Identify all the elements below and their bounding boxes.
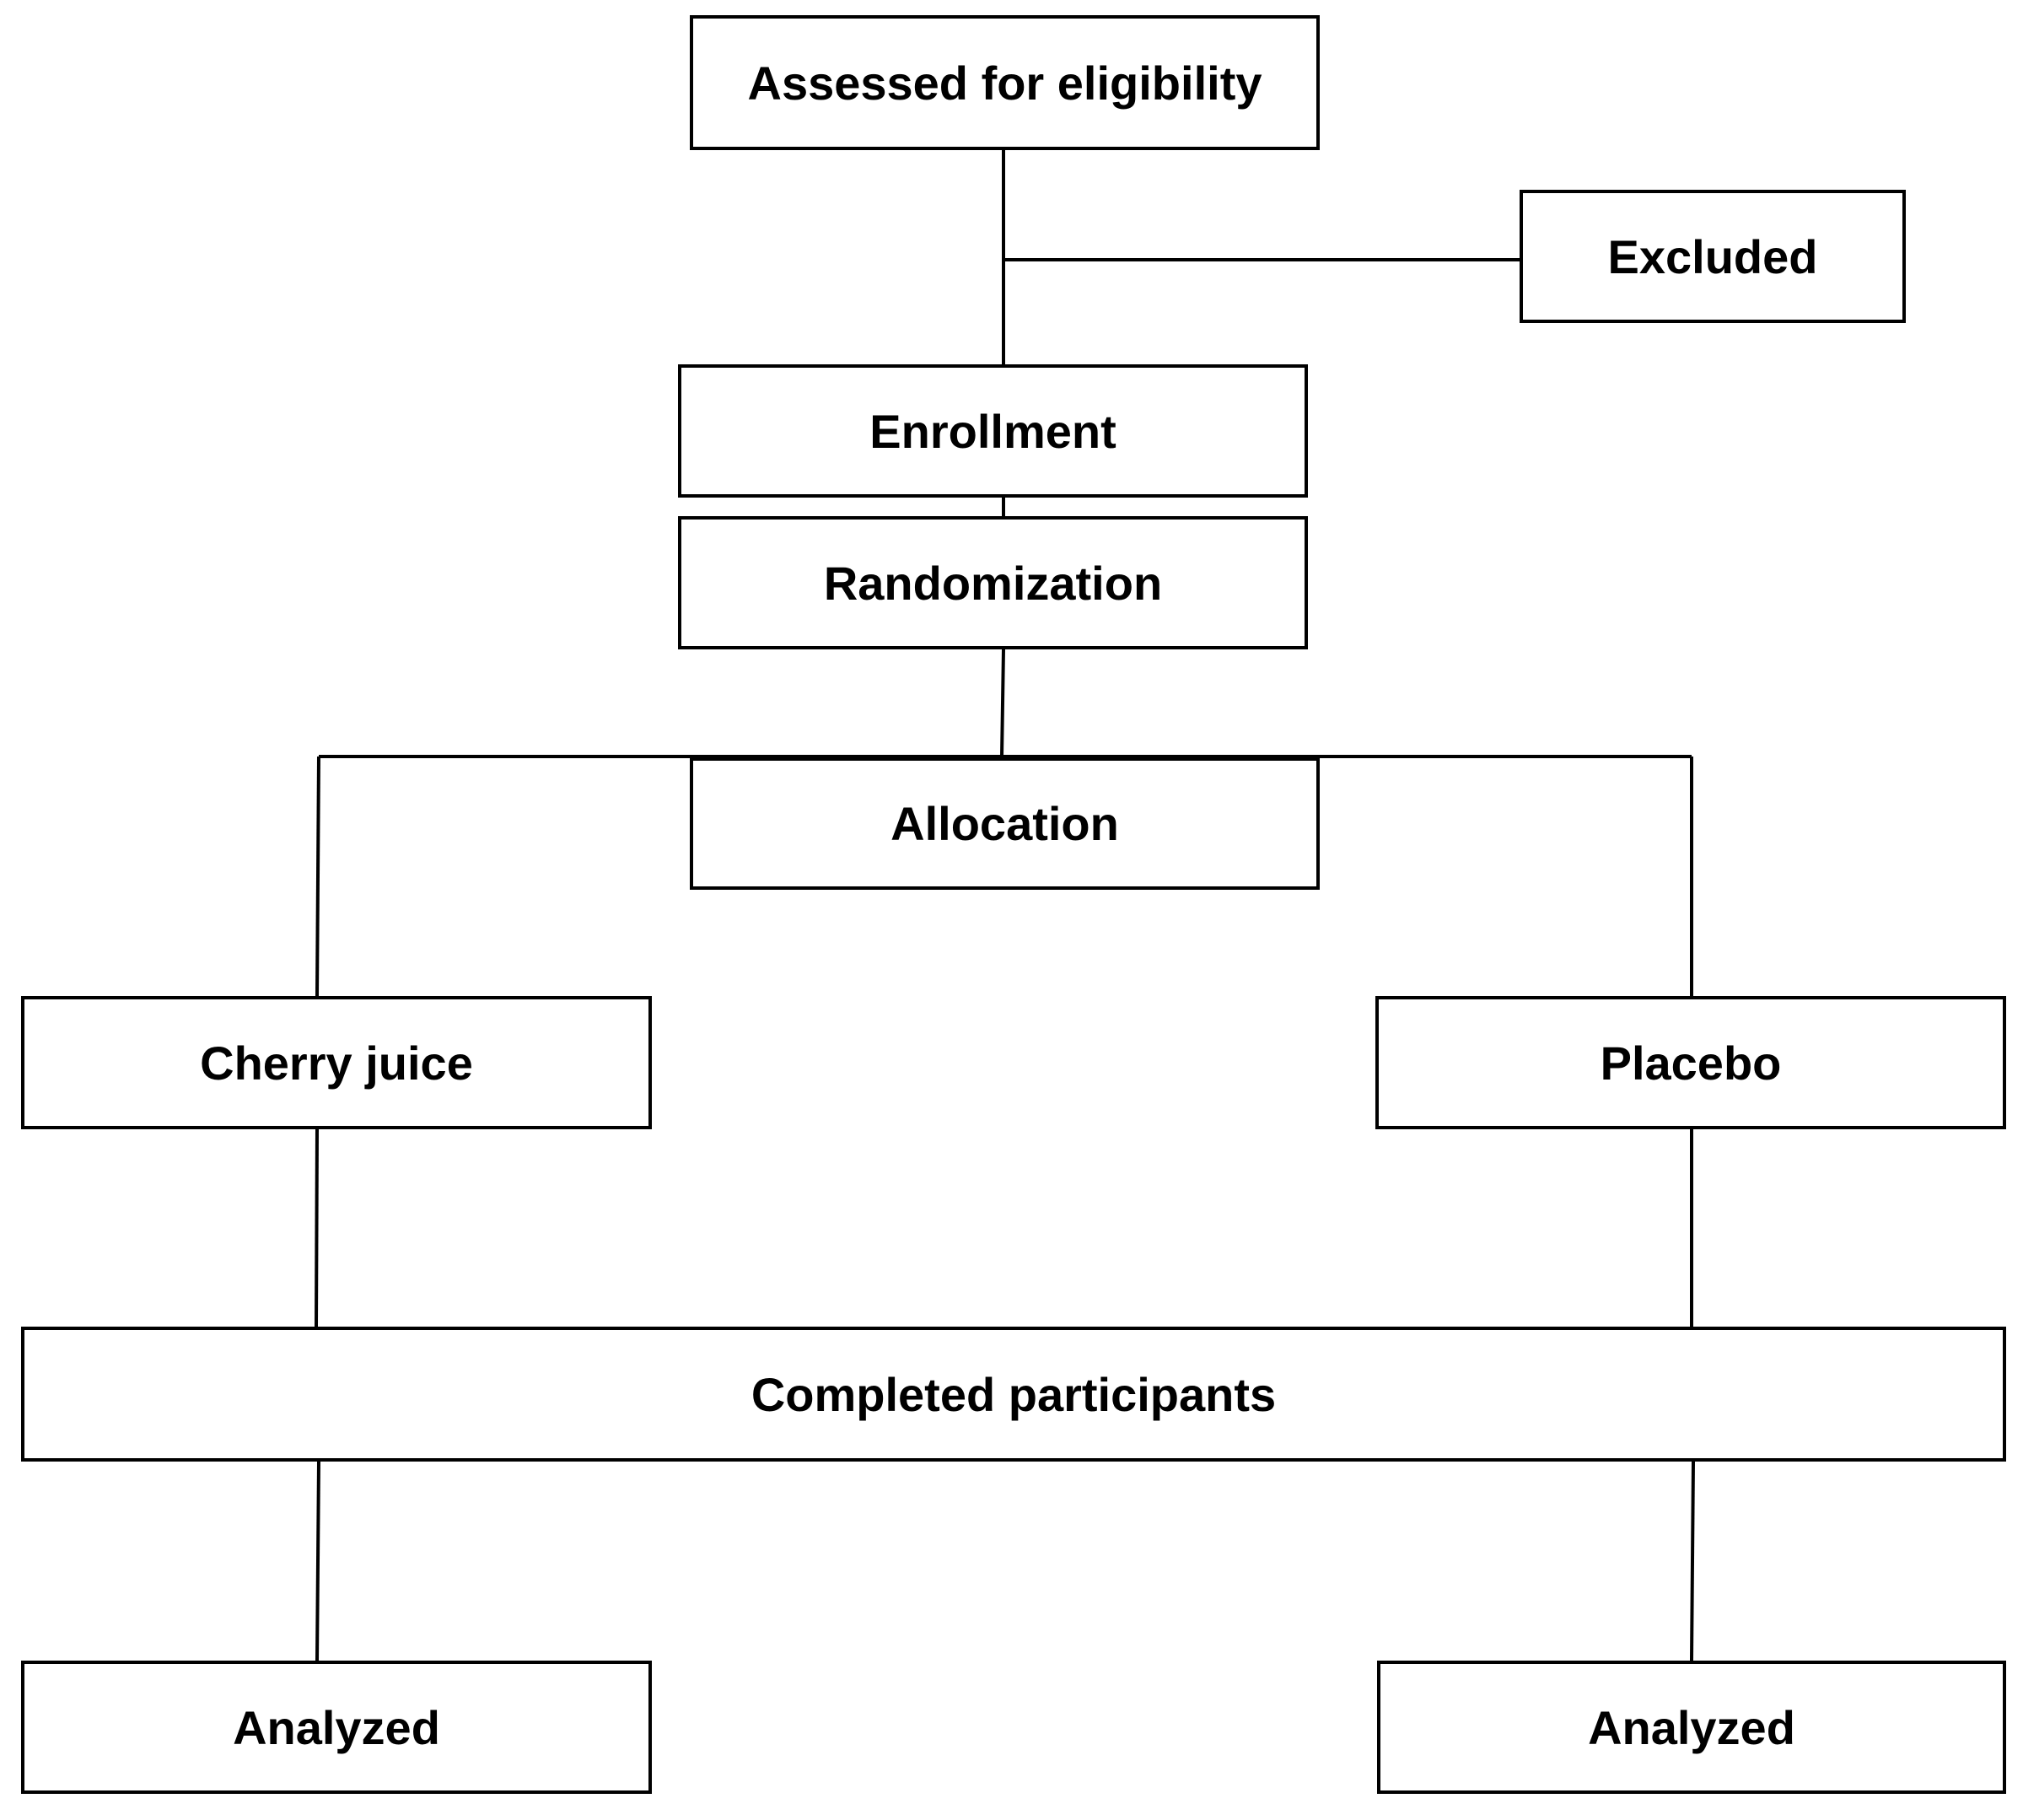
allocation-box: Allocation bbox=[690, 757, 1320, 890]
cherry-juice-label: Cherry juice bbox=[200, 1036, 473, 1090]
connector-completed-analyzed-cherry bbox=[315, 1461, 320, 1661]
allocation-label: Allocation bbox=[890, 797, 1119, 850]
assessed-box: Assessed for eligibility bbox=[690, 15, 1320, 150]
randomization-box: Randomization bbox=[678, 516, 1308, 649]
connector-completed-analyzed-placebo bbox=[1690, 1461, 1695, 1661]
enrollment-label: Enrollment bbox=[869, 404, 1116, 458]
connector-cherry-completed bbox=[315, 1128, 319, 1327]
analyzed-cherry-box: Analyzed bbox=[21, 1661, 652, 1794]
connector-randomization-allocation bbox=[1000, 649, 1005, 757]
placebo-label: Placebo bbox=[1600, 1036, 1782, 1090]
placebo-box: Placebo bbox=[1375, 996, 2006, 1129]
connector-branch-cherry bbox=[315, 756, 320, 997]
analyzed-placebo-box: Analyzed bbox=[1377, 1661, 2006, 1794]
analyzed-cherry-label: Analyzed bbox=[233, 1700, 440, 1754]
completed-participants-box: Completed participants bbox=[21, 1327, 2006, 1462]
randomization-label: Randomization bbox=[823, 556, 1163, 610]
enrollment-box: Enrollment bbox=[678, 364, 1308, 498]
excluded-label: Excluded bbox=[1607, 229, 1818, 283]
excluded-box: Excluded bbox=[1520, 190, 1906, 323]
completed-participants-label: Completed participants bbox=[751, 1367, 1277, 1421]
assessed-label: Assessed for eligibility bbox=[747, 56, 1262, 110]
analyzed-placebo-label: Analyzed bbox=[1588, 1700, 1795, 1754]
cherry-juice-box: Cherry juice bbox=[21, 996, 652, 1129]
